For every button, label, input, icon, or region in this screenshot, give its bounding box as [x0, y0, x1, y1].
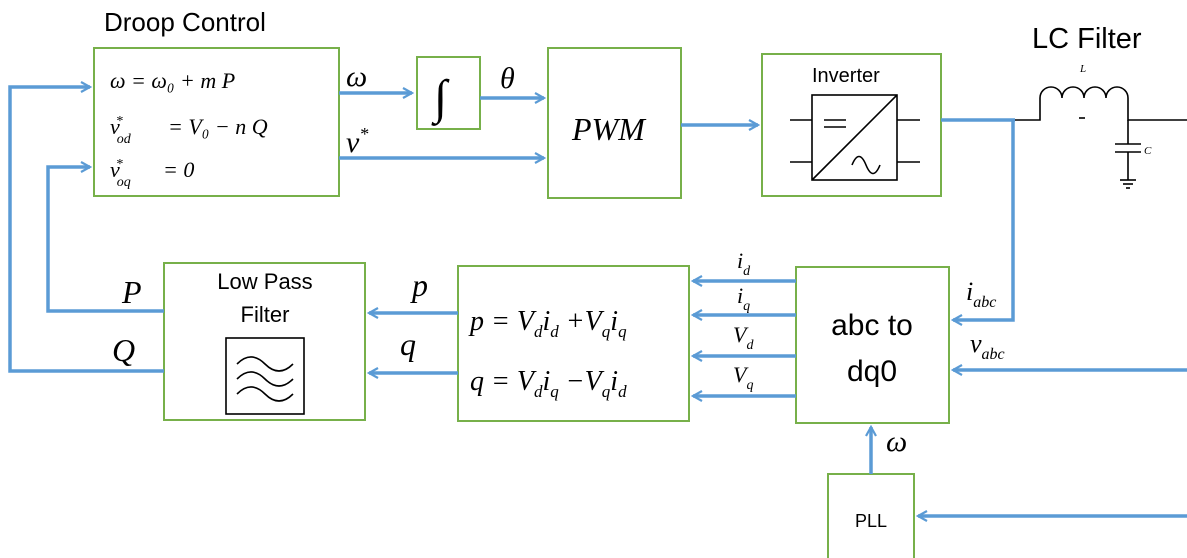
integral-symbol: ∫	[431, 71, 450, 126]
abc-label-line1: abc to	[831, 309, 913, 342]
pwm-label: PWM	[571, 111, 647, 147]
inductor-icon	[1015, 86, 1187, 121]
id-label: id	[737, 248, 751, 279]
pwm-block: PWM	[547, 47, 682, 199]
integrator-block: ∫	[416, 56, 481, 130]
capacitor-label: C	[1144, 145, 1152, 157]
droop-equation-voq-rhs: = 0	[163, 157, 194, 182]
P-label: P	[121, 274, 142, 310]
abc-to-dq0-block: abc to dq0	[795, 266, 950, 424]
lpf-label-line1: Low Pass	[217, 269, 312, 294]
abc-label-line2: dq0	[847, 355, 897, 388]
pll-block: PLL	[827, 473, 915, 558]
capacitor-icon	[1115, 120, 1141, 180]
droop-equation-vod-rhs: = V₀ − n Q	[168, 114, 268, 139]
droop-equation-omega: ω = ω₀ + m P	[110, 68, 235, 93]
vd-label: Vd	[733, 322, 754, 353]
pll-omega-label: ω	[886, 425, 907, 458]
iq-label: iq	[737, 283, 750, 314]
p-equation: p = Vdid +Vqiq	[468, 306, 627, 341]
ground-icon	[1120, 179, 1136, 189]
inverter-block: Inverter	[761, 53, 942, 197]
vstar-label: v*	[346, 124, 368, 159]
P-feedback-wire	[46, 167, 164, 313]
lc-filter-circuit: L C	[1015, 63, 1187, 189]
power-calculation-block: p = Vdid +Vqiq q = Vdiq −Vqid	[457, 265, 690, 422]
droop-control-title: Droop Control	[104, 7, 266, 37]
Q-label: Q	[112, 332, 135, 368]
iabc-label: iabc	[966, 277, 996, 311]
q-label: q	[400, 326, 416, 362]
pll-label: PLL	[855, 511, 887, 531]
low-pass-filter-block: Low Pass Filter	[163, 262, 366, 421]
theta-label: θ	[500, 62, 515, 95]
q-equation: q = Vdiq −Vqid	[470, 366, 627, 401]
lc-filter-title: LC Filter	[1032, 23, 1142, 55]
Q-feedback-wire	[8, 87, 164, 373]
vabc-label: vabc	[970, 329, 1005, 363]
inverter-label: Inverter	[812, 65, 880, 87]
omega-label: ω	[346, 60, 367, 93]
lpf-label-line2: Filter	[241, 302, 290, 327]
filter-symbol-icon	[225, 337, 305, 415]
inverter-symbol-icon	[790, 94, 920, 181]
signal-wires	[8, 87, 1187, 516]
inductor-label: L	[1079, 63, 1086, 75]
vq-label: Vq	[733, 362, 753, 393]
iabc-wire	[953, 120, 1015, 320]
p-label: p	[410, 267, 428, 303]
droop-control-block: ω = ω₀ + m P v*od = V₀ − n Q v*oq = 0	[93, 47, 340, 197]
